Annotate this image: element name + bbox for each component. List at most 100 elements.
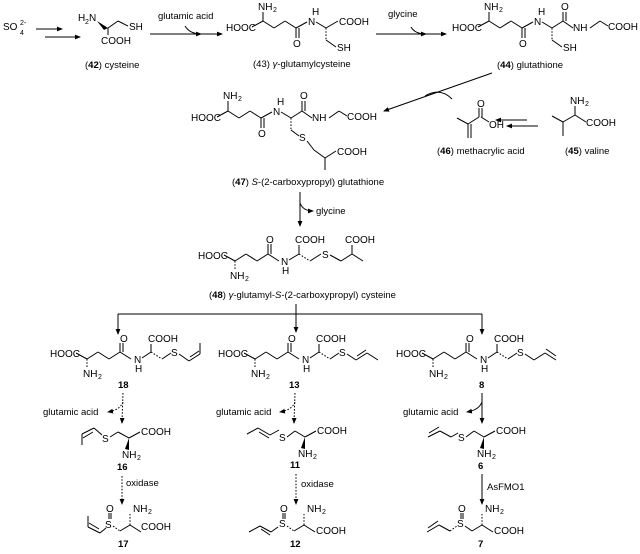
glutamic-acid-in-arrow [184,25,202,37]
svg-text:O: O [280,504,288,515]
svg-text:NH: NH [223,91,237,102]
svg-text:NH: NH [573,23,587,34]
svg-text:S: S [457,519,464,530]
compound-46-label: (46) methacrylic acid [437,146,525,157]
svg-text:COOH: COOH [141,427,171,438]
svg-text:COOH: COOH [141,522,171,533]
svg-text:NH: NH [485,504,499,515]
svg-text:O: O [300,91,308,102]
svg-text:H: H [312,7,319,18]
svg-text:S: S [102,434,109,445]
svg-text:H: H [282,266,289,277]
svg-text:H: H [303,364,310,375]
svg-text:O: O [288,334,296,345]
svg-text:COOH: COOH [345,235,375,246]
svg-text:N: N [308,17,315,28]
svg-text:NH: NH [570,96,584,107]
svg-text:COOH: COOH [494,526,524,537]
svg-text:COOH: COOH [494,334,524,345]
svg-text:H: H [538,7,545,18]
svg-text:2: 2 [585,101,589,108]
svg-text:O: O [258,129,266,140]
reagent-oxidase-2: oxidase [301,479,334,490]
glycine-in-arrow [410,26,427,37]
svg-text:N: N [534,17,541,28]
compound-18-label: 18 [118,380,129,391]
reagent-glycine-2: glycine [316,206,346,217]
svg-text:S: S [105,520,112,531]
svg-text:O: O [293,39,301,50]
svg-text:S: S [339,348,346,359]
svg-text:NH: NH [230,271,244,282]
svg-text:O: O [466,334,474,345]
reagent-glutamic-acid-4: glutamic acid [403,407,458,418]
svg-text:NH: NH [133,504,147,515]
svg-text:2: 2 [313,454,317,461]
svg-text:NH: NH [477,449,491,460]
svg-text:NH: NH [429,369,443,380]
svg-text:NH: NH [83,369,97,380]
svg-text:2: 2 [444,374,448,381]
reagent-glutamic-acid-1: glutamic acid [158,11,213,22]
svg-text:O: O [266,235,274,246]
svg-text:2: 2 [492,454,496,461]
svg-text:O: O [561,2,569,13]
reagent-glycine-1: glycine [388,9,418,20]
svg-text:2: 2 [98,374,102,381]
svg-text:COOH: COOH [317,426,347,437]
svg-text:COOH: COOH [316,334,346,345]
svg-text:2: 2 [500,509,504,516]
svg-text:NH: NH [258,2,272,13]
reagent-glutamic-acid-3: glutamic acid [216,407,271,418]
svg-text:COOH: COOH [148,334,178,345]
compound-47-label: (47) S-(2-carboxypropyl) glutathione [232,177,384,188]
svg-text:2: 2 [273,7,277,14]
compound-16-label: 16 [117,462,128,473]
svg-text:NH: NH [298,449,312,460]
svg-text:2: 2 [85,19,89,26]
svg-text:HOOC: HOOC [396,349,426,360]
svg-text:COOH: COOH [101,36,131,47]
methacrylic-acid-in-arrow [424,91,453,100]
svg-text:4: 4 [20,30,24,37]
compound-17-label: 17 [118,539,129,550]
sulfate-label: SO 4 2- [3,20,27,37]
compound-45-label: (45) valine [565,146,609,157]
compound-7-label: 7 [478,539,483,550]
svg-text:N: N [134,355,141,366]
compound-8-label: 8 [479,380,484,391]
glutamic-acid-out-arrow-2 [279,401,296,414]
compound-42-structure: H 2 N SH COOH [78,13,143,47]
svg-text:S: S [279,519,286,530]
svg-text:2: 2 [245,276,249,283]
svg-text:N: N [281,257,288,268]
svg-text:2: 2 [148,509,152,516]
svg-text:H: H [78,13,85,24]
svg-text:COOH: COOH [316,526,346,537]
reagent-oxidase-1: oxidase [126,478,159,489]
svg-text:COOH: COOH [295,235,325,246]
svg-text:NH: NH [122,450,136,461]
svg-text:O: O [458,504,466,515]
reagent-glutamic-acid-2: glutamic acid [43,407,98,418]
putative-arrow-13-to-11 [291,392,297,424]
svg-text:HOOC: HOOC [50,349,80,360]
svg-text:OH: OH [489,120,504,131]
svg-text:COOH: COOH [339,17,369,28]
svg-text:COOH: COOH [586,118,616,129]
svg-text:NH: NH [307,504,321,515]
svg-text:O: O [477,99,485,110]
svg-text:2: 2 [266,374,270,381]
svg-text:S: S [458,433,465,444]
